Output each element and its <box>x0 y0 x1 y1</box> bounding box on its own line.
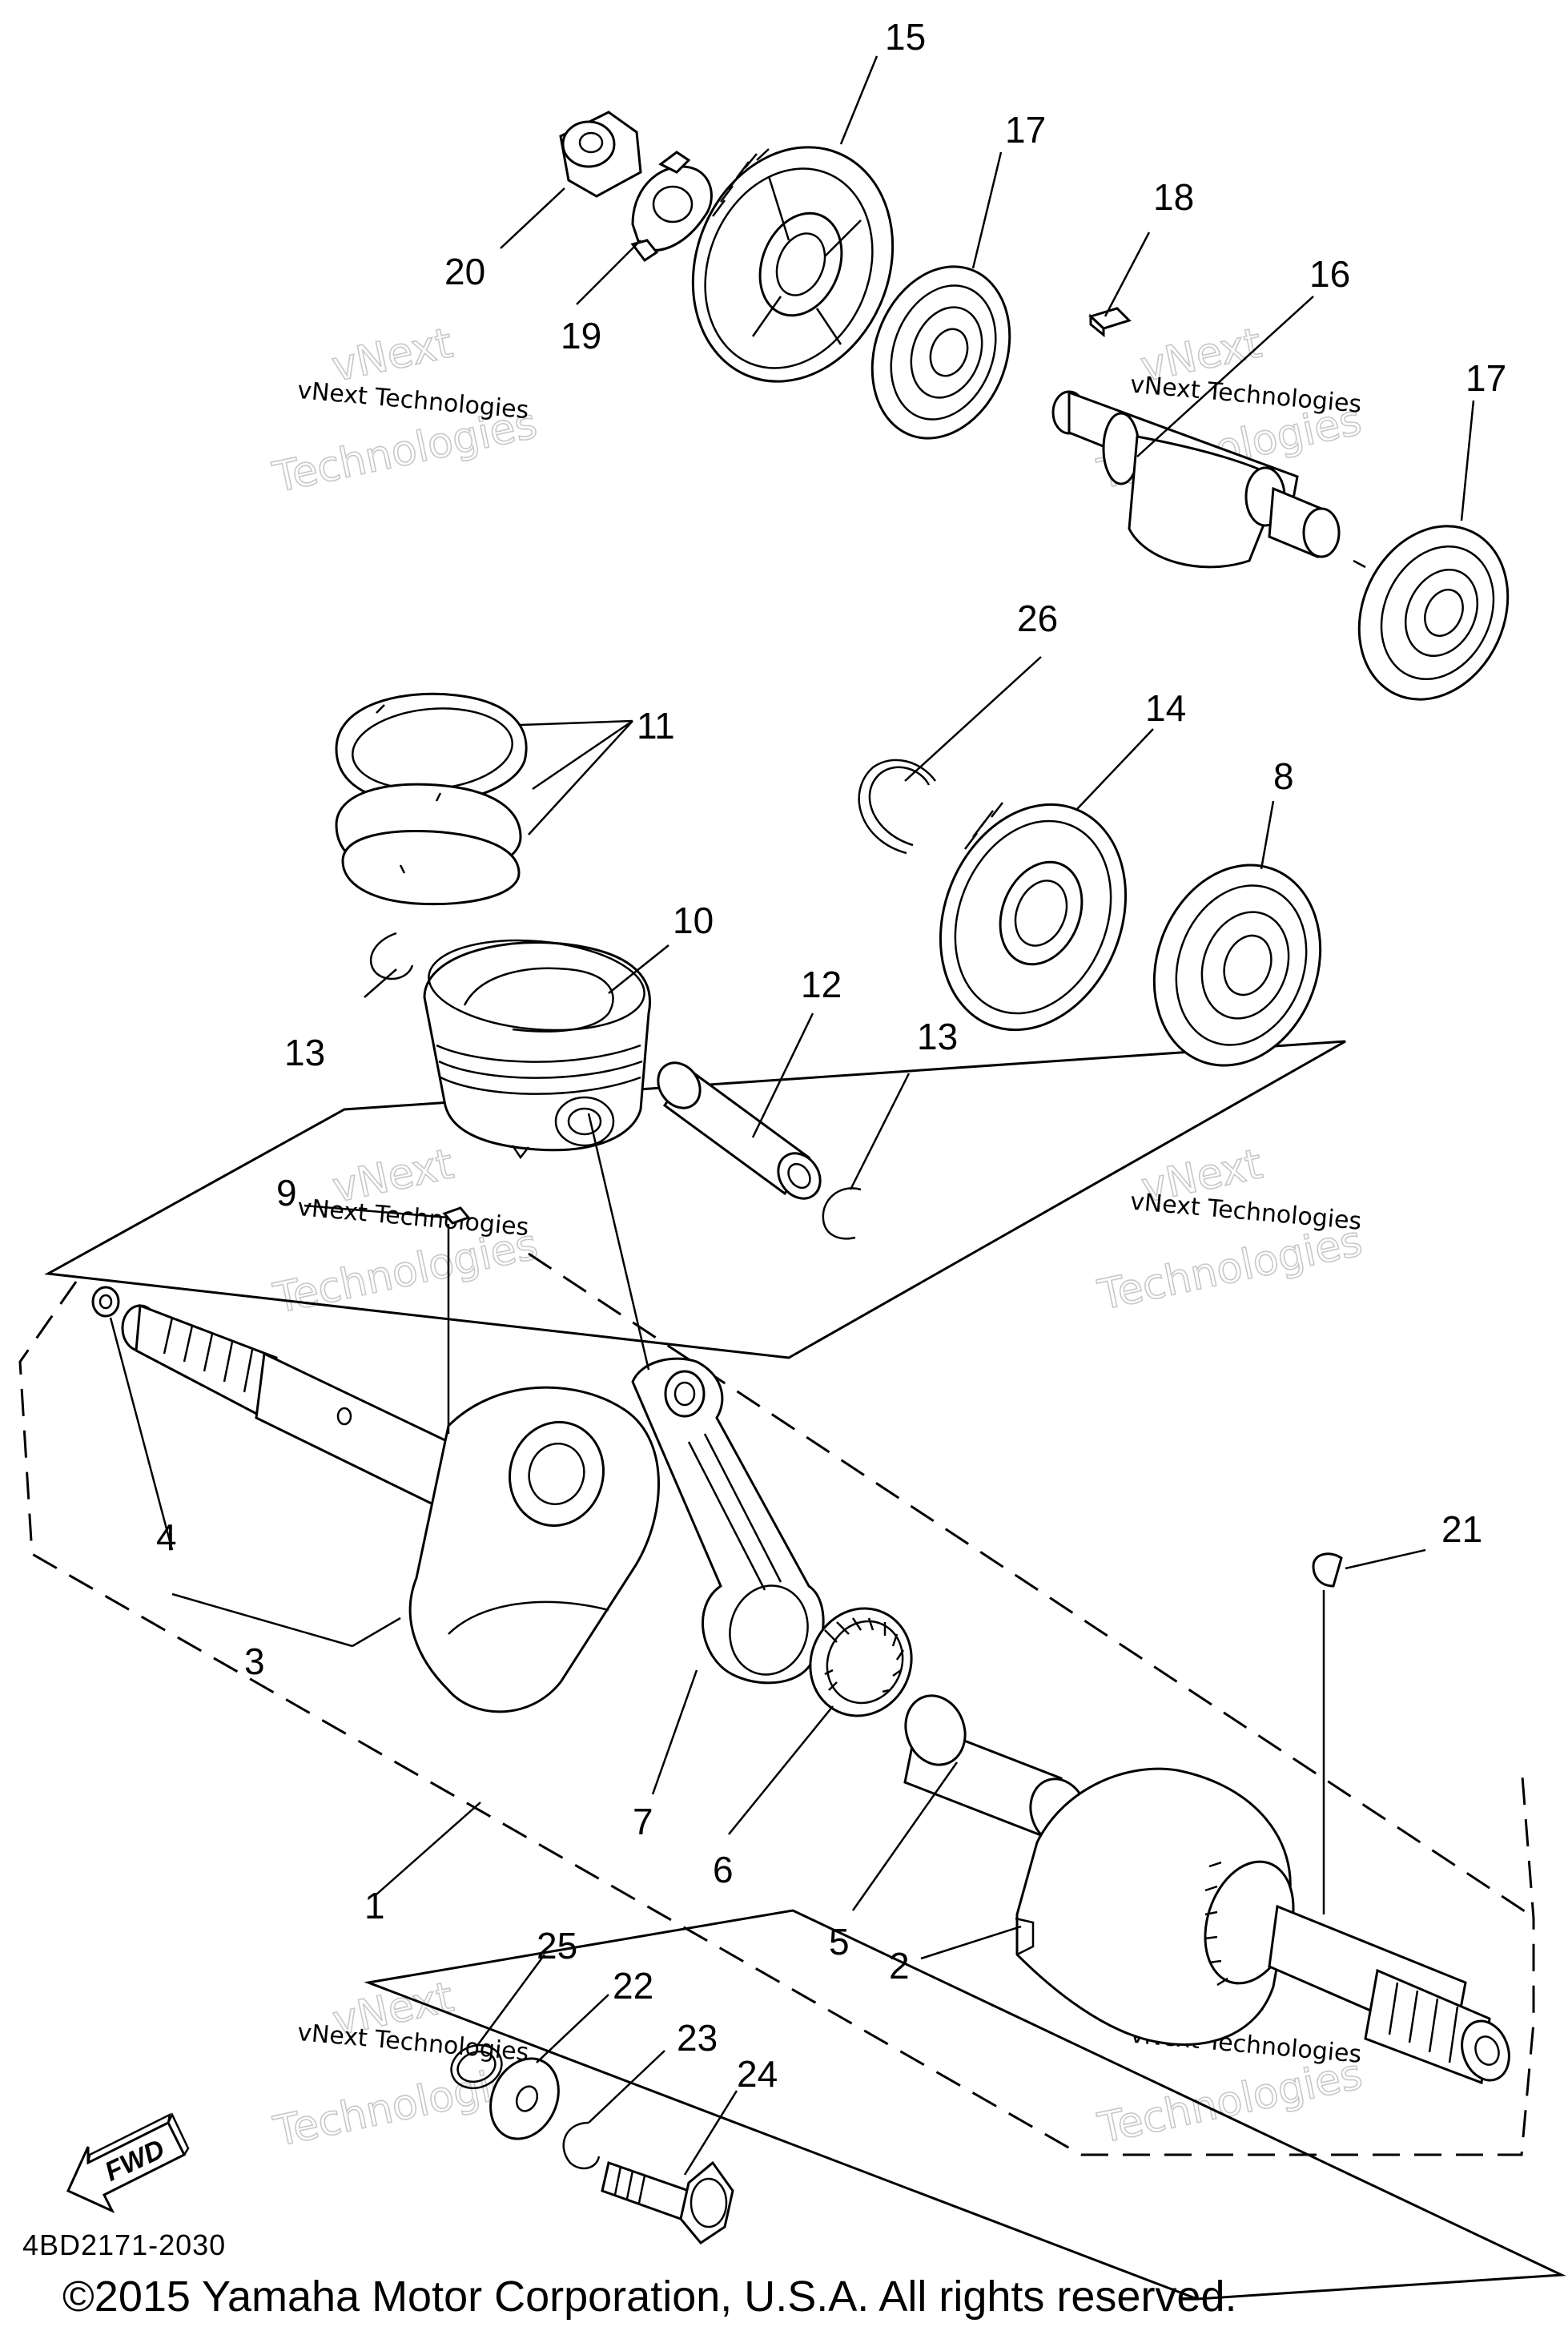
part-17-bearing-right <box>1357 525 1510 701</box>
part-19-lock-washer <box>630 151 713 263</box>
callout-17: 17 <box>1465 357 1506 399</box>
part-18-key <box>1088 307 1132 338</box>
callout-1: 1 <box>364 1885 385 1926</box>
callout-22: 22 <box>613 1965 653 2007</box>
callout-18: 18 <box>1153 176 1194 218</box>
shaft-axis-line <box>1353 559 1366 569</box>
callout-23: 23 <box>677 2017 718 2059</box>
part-14-drive-gear <box>939 802 1128 1032</box>
watermark-text: vNext Technologies <box>1129 371 1363 419</box>
callout-20: 20 <box>444 251 485 292</box>
part-9-key <box>442 1206 471 1225</box>
bolt-group-box <box>364 1909 1566 2301</box>
watermark-text: vNext Technologies <box>296 1194 530 1242</box>
callout-13: 13 <box>917 1016 958 1057</box>
callout-19: 19 <box>561 315 601 356</box>
crankshaft-assembly-dashed-boundary <box>18 1281 1535 2156</box>
callouts: 15 17 18 16 17 20 19 26 14 8 11 10 12 13… <box>156 16 1506 2095</box>
part-20-nut <box>559 111 642 198</box>
copyright-notice: ©2015 Yamaha Motor Corporation, U.S.A. A… <box>62 2273 1237 2321</box>
piston-group-box <box>44 1040 1346 1359</box>
part-4-washer <box>91 1286 120 1318</box>
callout-3: 3 <box>244 1641 265 1682</box>
drawing-code: 4BD2171-2030 <box>22 2228 226 2261</box>
part-25-o-ring <box>450 2043 503 2090</box>
callout-21: 21 <box>1441 1508 1482 1550</box>
callout-6: 6 <box>713 1849 734 1890</box>
part-15-primary-gear <box>691 146 895 383</box>
callout-10: 10 <box>673 900 714 941</box>
callout-4: 4 <box>156 1516 177 1558</box>
part-13-piston-pin-clip <box>369 932 414 980</box>
part-7-connecting-rod <box>631 1357 825 1685</box>
fwd-arrow-icon: FWD <box>66 2112 190 2214</box>
callout-5: 5 <box>829 1921 850 1963</box>
part-8-bearing <box>1152 864 1322 1067</box>
watermark: vNext Technologies vNext Technologies <box>1093 1140 1367 1321</box>
crankshaft-assembly-dashed-boundary <box>528 1252 1530 1916</box>
callout-17: 17 <box>1005 109 1046 151</box>
part-23-clip <box>562 2121 601 2170</box>
watermark: vNext Technologies vNext Technologies <box>268 319 542 503</box>
callout-26: 26 <box>1017 598 1058 639</box>
callout-11: 11 <box>637 705 675 747</box>
part-24-bolt <box>601 2160 734 2244</box>
watermark-text: vNext Technologies <box>296 376 530 425</box>
callout-15: 15 <box>885 16 926 58</box>
part-6-needle-bearing <box>809 1607 913 1717</box>
part-2-crank-right <box>1015 1767 1510 2085</box>
part-10-piston <box>423 939 651 1160</box>
callout-25: 25 <box>537 1925 577 1967</box>
part-3-crank-left <box>121 1303 660 1713</box>
leader-lines <box>109 55 1475 2176</box>
callout-13: 13 <box>284 1032 325 1073</box>
part-16-balancer-shaft <box>1051 390 1341 569</box>
part-22-washer <box>489 2057 560 2140</box>
watermark-text: vNext Technologies <box>1129 1188 1363 1236</box>
part-13-piston-pin-clip <box>822 1187 862 1240</box>
callout-2: 2 <box>889 1945 910 1987</box>
callout-14: 14 <box>1145 687 1186 729</box>
part-26-circlip <box>858 759 937 855</box>
callout-7: 7 <box>633 1801 653 1842</box>
callout-9: 9 <box>276 1172 297 1214</box>
callout-16: 16 <box>1309 253 1350 295</box>
callout-24: 24 <box>737 2053 778 2095</box>
watermark: vNext Technologies vNext Technologies <box>269 1140 543 1324</box>
part-21-woodruff-key <box>1312 1552 1343 1588</box>
part-17-bearing-upper <box>870 265 1011 440</box>
part-11-piston-rings <box>335 692 528 906</box>
callout-12: 12 <box>801 964 842 1005</box>
part-12-piston-pin <box>657 1061 822 1200</box>
callout-8: 8 <box>1273 755 1294 797</box>
